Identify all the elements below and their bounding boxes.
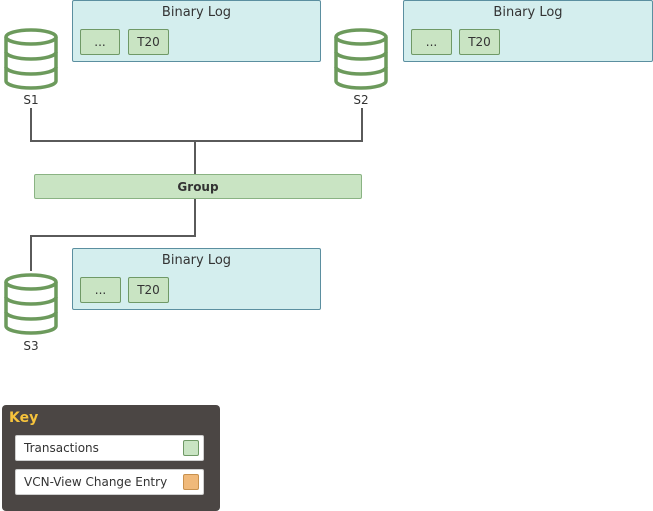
s3-binary-log: Binary Log ... T20 <box>72 248 321 310</box>
s1-database-icon <box>4 28 58 90</box>
transaction-entry: T20 <box>459 29 500 55</box>
transaction-entry: T20 <box>128 277 169 303</box>
transaction-entry: ... <box>80 277 121 303</box>
s2-down-connector <box>361 108 363 142</box>
s2-binary-log: Binary Log ... T20 <box>403 0 653 62</box>
key-item-label: Transactions <box>24 441 99 455</box>
key-legend: Key Transactions VCN-View Change Entry <box>2 405 220 511</box>
binary-log-title: Binary Log <box>161 5 232 20</box>
key-item-label: VCN-View Change Entry <box>24 475 168 489</box>
server-label-s3: S3 <box>23 339 39 353</box>
binary-log-title: Binary Log <box>493 5 563 20</box>
top-to-group-connector <box>194 140 196 175</box>
transactions-swatch <box>183 440 199 456</box>
key-item-view-change-entry: VCN-View Change Entry <box>15 469 204 495</box>
server-label-s1: S1 <box>23 93 39 107</box>
s2-database-icon <box>334 28 388 90</box>
transaction-entry: T20 <box>128 29 169 55</box>
transaction-entry: ... <box>80 29 120 55</box>
s3-horizontal-connector <box>30 235 196 237</box>
s3-database-icon <box>4 273 58 335</box>
group-to-s3-connector <box>194 198 196 237</box>
s1-down-connector <box>30 108 32 142</box>
binary-log-title: Binary Log <box>161 253 232 268</box>
s3-up-connector <box>30 235 32 271</box>
server-label-s2: S2 <box>353 93 369 107</box>
transaction-entry: ... <box>411 29 452 55</box>
view-change-entry-swatch <box>183 474 199 490</box>
key-item-transactions: Transactions <box>15 435 204 461</box>
group-bar: Group <box>34 174 362 199</box>
s1-binary-log: Binary Log ... T20 <box>72 0 321 62</box>
top-horizontal-connector <box>30 140 363 142</box>
key-title: Key <box>9 410 39 426</box>
